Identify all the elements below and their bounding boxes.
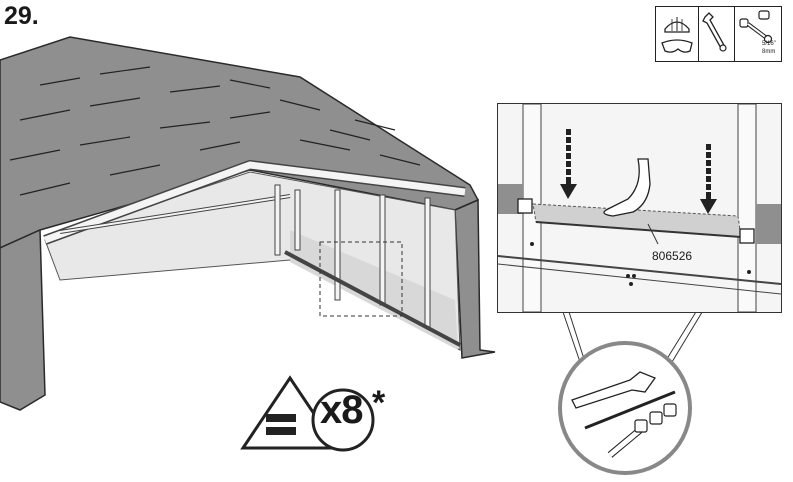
detail-callout-box [319, 241, 403, 317]
tools-required-box: 5/16" 8mm [655, 6, 782, 62]
step-number: 29. [4, 2, 39, 30]
cross-brace [59, 195, 291, 233]
base-rail [284, 250, 461, 347]
quantity-note-asterisk: * [372, 384, 386, 422]
quantity-text: x8 [320, 388, 363, 432]
right-wall-cover [454, 198, 496, 359]
tools-circle [558, 341, 692, 475]
left-wall-cover [0, 228, 46, 411]
socket-size-metric: 8mm [762, 49, 776, 55]
adjustable-wrench-icon [571, 371, 657, 409]
adjustable-wrench-icon [698, 7, 735, 61]
roof-seam-lines [9, 66, 421, 196]
safety-gear-icon [656, 7, 699, 61]
socket-wrench-icon: 5/16" 8mm [734, 7, 781, 61]
roof-truss-beam [43, 161, 466, 244]
socket-wrench-icon [607, 403, 677, 458]
detail-view [497, 103, 782, 313]
quantity-circle [311, 388, 375, 452]
part-number-label: 806526 [652, 249, 693, 263]
wall-posts [274, 184, 431, 329]
socket-size-imperial: 5/16" [762, 41, 776, 47]
